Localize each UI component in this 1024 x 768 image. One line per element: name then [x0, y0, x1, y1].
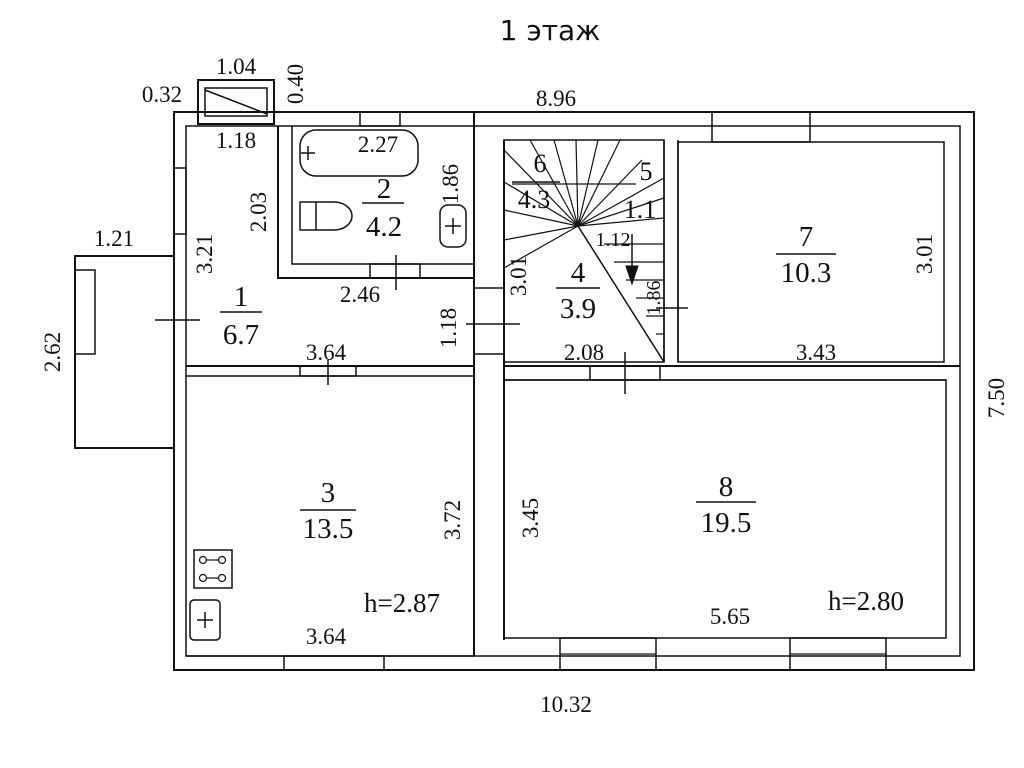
dim-room7-width: 3.43: [796, 340, 836, 365]
dim-room8-depth: 3.45: [518, 498, 543, 538]
dim-porch-left-offset: 0.32: [142, 82, 182, 107]
room-7-number: 7: [799, 221, 814, 253]
bathroom-door: [369, 263, 421, 279]
dim-hall-depth: 3.21: [192, 234, 217, 274]
room-5-area: 1.1: [624, 195, 657, 224]
room-3-area: 13.5: [303, 513, 354, 545]
kitchen-stove: [193, 549, 233, 589]
porch-bench: [74, 269, 96, 355]
bathroom-window-top: [359, 111, 401, 127]
room-8-number: 8: [719, 471, 734, 503]
inner-wall-outline: [185, 125, 961, 657]
room-3-number: 3: [321, 477, 336, 509]
porch-outline: [74, 255, 174, 449]
room7-window: [711, 111, 811, 143]
dim-stair-right: 1.86: [643, 281, 665, 316]
height-left: h=2.87: [364, 588, 440, 618]
bathroom-basin: [439, 204, 467, 248]
room-8-area: 19.5: [701, 507, 752, 539]
bathtub: [299, 129, 419, 177]
kitchen-window: [283, 655, 385, 671]
dim-bath-depth: 1.86: [438, 164, 463, 204]
dim-porch-width: 1.21: [94, 226, 134, 251]
dim-kitchen-width: 3.64: [306, 624, 347, 649]
dim-bath-width: 2.27: [358, 132, 398, 157]
room-2-number: 2: [377, 173, 392, 205]
stair-steps: [503, 139, 665, 335]
bathroom-sink: [299, 201, 353, 231]
floor-title: 1 этаж: [499, 14, 601, 47]
corridor-opening: [473, 287, 505, 355]
room-1-number: 1: [234, 281, 249, 313]
stair-diagonal: [577, 225, 665, 363]
porch-window-diagonal: [204, 89, 268, 115]
room8-outline: [503, 379, 947, 639]
dim-corridor-width: 1.18: [436, 308, 461, 348]
dim-hall-top: 1.18: [216, 128, 256, 153]
room-7-area: 10.3: [781, 257, 832, 289]
room-1-area: 6.7: [223, 319, 259, 351]
dim-stair-bottom: 2.08: [564, 340, 604, 365]
porch-window-box: [197, 79, 275, 125]
kitchen-sink: [189, 599, 221, 641]
dim-porch-length: 2.62: [40, 332, 65, 372]
dim-room7-depth: 3.01: [912, 234, 937, 274]
dim-right-total: 7.50: [984, 378, 1009, 418]
room-4-number: 4: [571, 257, 586, 289]
dim-room8-width: 5.65: [710, 604, 750, 629]
dim-porch-window-width: 1.04: [216, 54, 257, 79]
dim-stair-inner: 1.12: [596, 229, 631, 251]
porch-window-pane: [204, 87, 268, 117]
room-6-area: 4.3: [518, 185, 551, 214]
room-4-area: 3.9: [560, 293, 596, 325]
dim-top-total: 8.96: [536, 86, 576, 111]
hall-window-left: [173, 167, 187, 235]
room7-outline: [677, 141, 945, 363]
dim-porch-window-depth: 0.40: [283, 64, 308, 104]
dim-hall-wall: 2.03: [246, 192, 271, 232]
dim-hall-width: 3.64: [306, 340, 347, 365]
room-2-area: 4.2: [366, 211, 402, 243]
room-5-number: 5: [640, 157, 653, 186]
height-right: h=2.80: [828, 586, 904, 616]
room-6-number: 6: [534, 149, 547, 178]
stair-arrowhead: [625, 265, 639, 286]
dim-bath-bottom: 2.46: [340, 282, 380, 307]
dim-stair-depth: 3.01: [506, 256, 531, 296]
dim-kitchen-depth: 3.72: [440, 500, 465, 540]
dim-bottom-total: 10.32: [540, 692, 592, 717]
